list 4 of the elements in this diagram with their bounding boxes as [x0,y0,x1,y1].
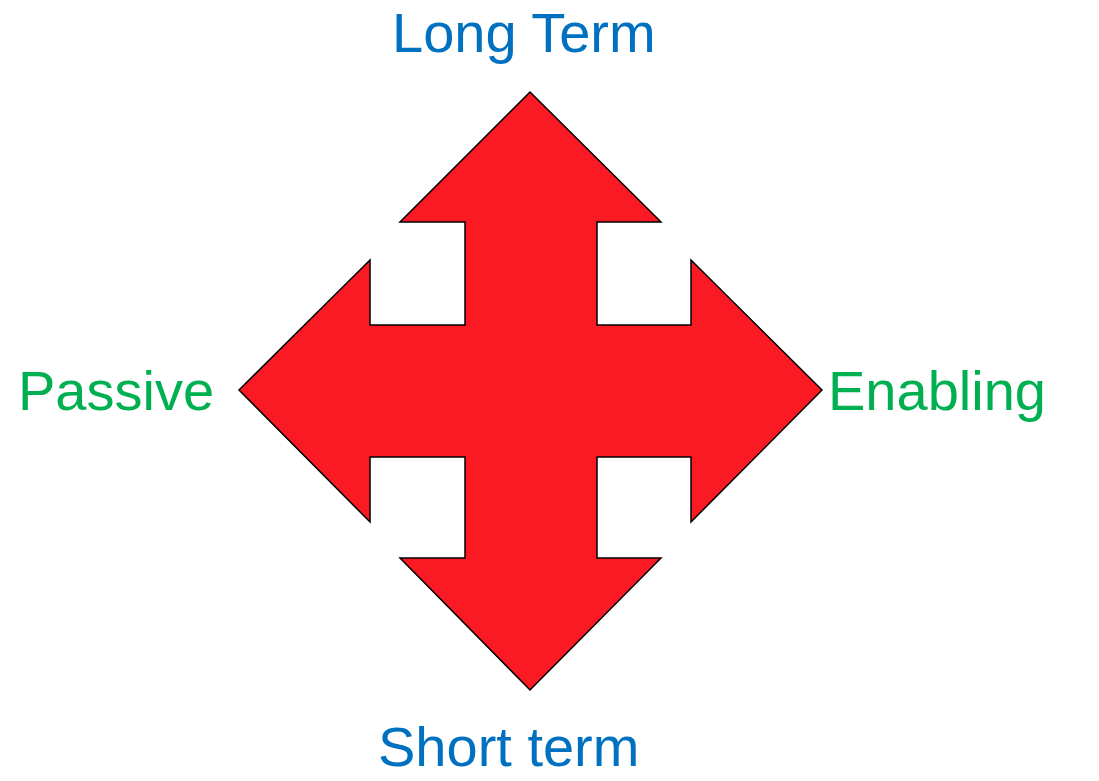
axis-label: Short term [378,716,640,778]
axis-label: Enabling [828,360,1046,422]
axis-label: Long Term [392,2,656,64]
axis-label: Passive [18,360,215,422]
